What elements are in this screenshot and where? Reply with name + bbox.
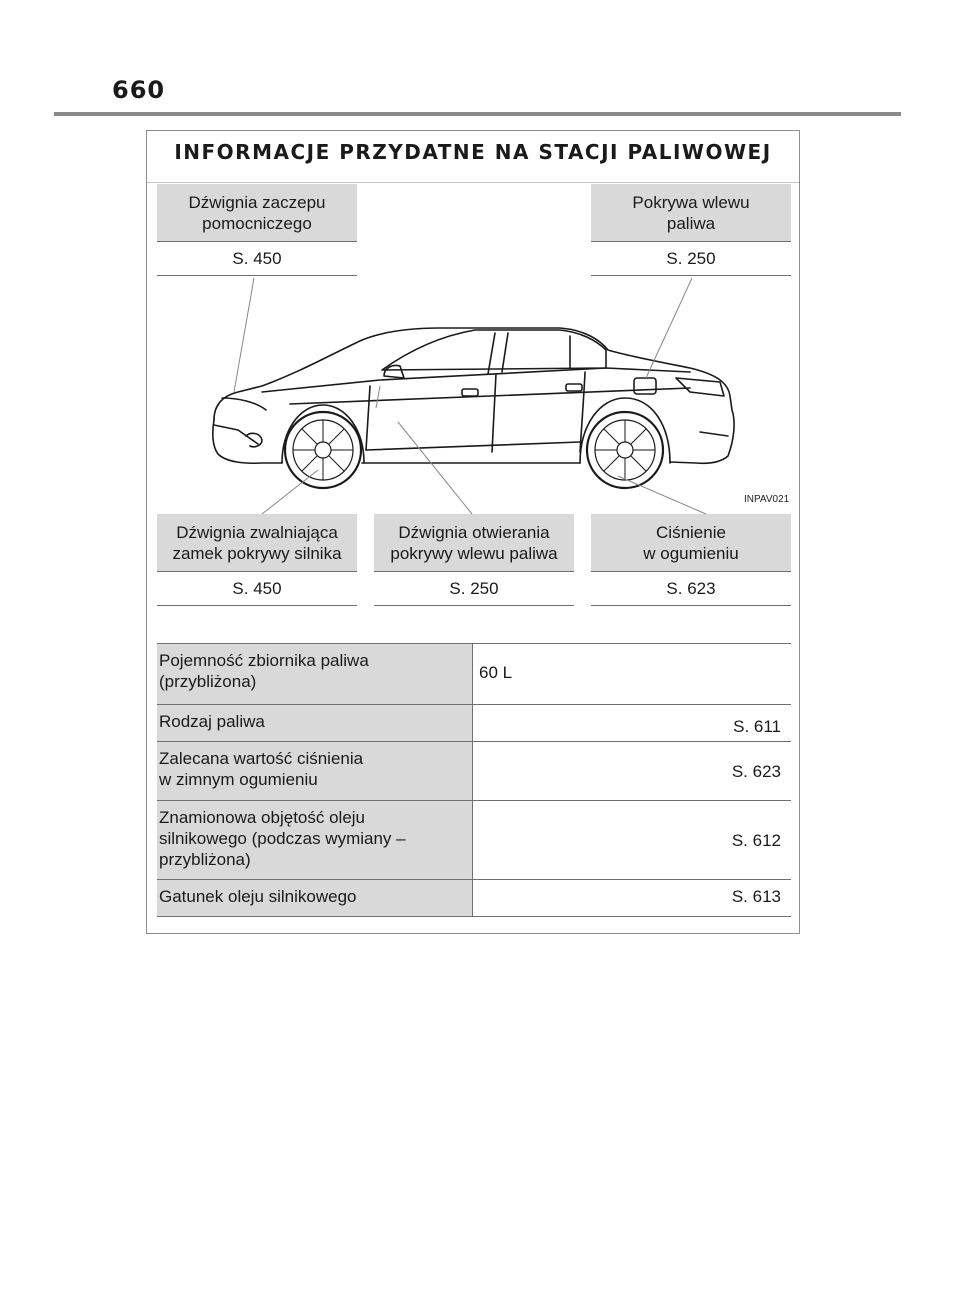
callout-page-ref[interactable]: S. 250 [374,572,574,606]
spec-value[interactable]: S. 623 [731,762,781,781]
table-row: Pojemność zbiornika paliwa (przybliżona)… [157,643,791,704]
page-number: 660 [112,76,166,104]
spec-label: Zalecana wartość ciśnienia w zimnym ogum… [157,742,473,800]
image-code: INPAV021 [744,494,790,505]
callout-page-ref[interactable]: S. 623 [591,572,791,606]
callout-auxiliary-catch: Dźwignia zaczepu pomocniczego S. 450 [157,184,357,276]
spec-value: 60 L [479,663,513,682]
callout-tire-pressure: Ciśnienie w ogumieniu S. 623 [591,514,791,606]
callout-fuel-door: Pokrywa wlewu paliwa S. 250 [591,184,791,276]
spec-value[interactable]: S. 612 [731,831,781,850]
table-row: Zalecana wartość ciśnienia w zimnym ogum… [157,741,791,800]
table-row: Gatunek oleju silnikowego S. 613 [157,879,791,917]
header-rule [54,112,901,116]
spec-label: Pojemność zbiornika paliwa (przybliżona) [157,644,473,704]
title-divider [147,182,799,183]
callout-label: Dźwignia otwierania pokrywy wlewu paliwa [374,514,574,572]
callout-label: Dźwignia zaczepu pomocniczego [157,184,357,242]
table-row: Rodzaj paliwa S. 611 [157,704,791,741]
callout-label: Dźwignia zwalniająca zamek pokrywy silni… [157,514,357,572]
callout-label: Pokrywa wlewu paliwa [591,184,791,242]
callout-page-ref[interactable]: S. 450 [157,242,357,276]
callout-page-ref[interactable]: S. 250 [591,242,791,276]
callout-fuel-door-opener: Dźwignia otwierania pokrywy wlewu paliwa… [374,514,574,606]
info-frame [146,130,800,934]
callout-hood-release: Dźwignia zwalniająca zamek pokrywy silni… [157,514,357,606]
callout-label: Ciśnienie w ogumieniu [591,514,791,572]
frame-title: INFORMACJE PRZYDATNE NA STACJI PALIWOWEJ [174,140,772,164]
spec-value[interactable]: S. 611 [733,717,781,736]
spec-label: Znamionowa objętość oleju silnikowego (p… [157,801,473,879]
spec-label: Rodzaj paliwa [157,705,473,741]
spec-label: Gatunek oleju silnikowego [157,880,473,916]
callout-page-ref[interactable]: S. 450 [157,572,357,606]
spec-value[interactable]: S. 613 [731,887,781,906]
table-row: Znamionowa objętość oleju silnikowego (p… [157,800,791,879]
specs-table: Pojemność zbiornika paliwa (przybliżona)… [157,643,791,917]
